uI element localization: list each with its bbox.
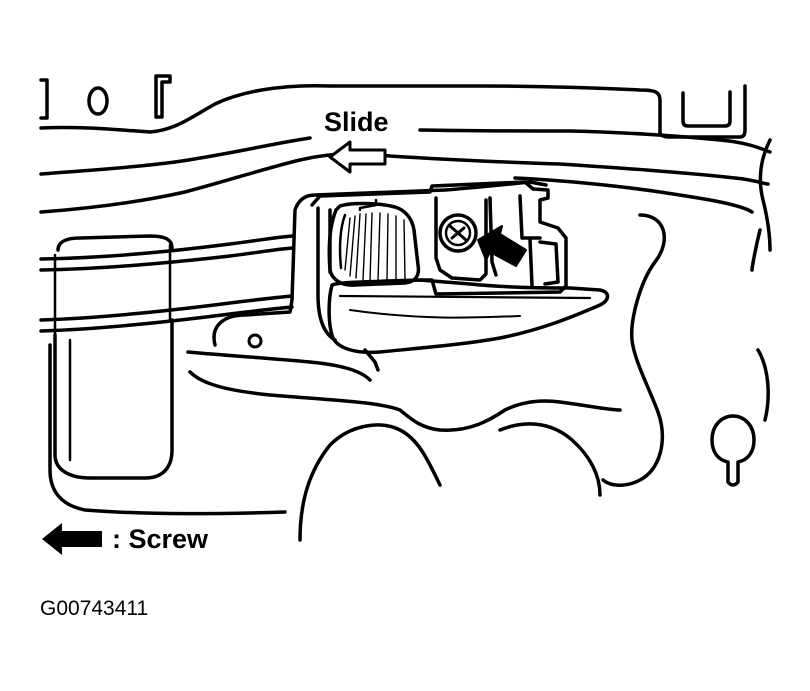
figure-id: G00743411 bbox=[40, 597, 149, 620]
slide-label: Slide bbox=[321, 109, 392, 136]
legend-label: : Screw bbox=[112, 523, 209, 554]
handle-bezel bbox=[186, 180, 622, 432]
slide-direction-arrow-icon bbox=[328, 140, 387, 174]
door-rail bbox=[39, 234, 294, 337]
legend: : Screw bbox=[40, 521, 208, 557]
legend-arrow-icon bbox=[42, 523, 102, 555]
lower-left-cutout bbox=[48, 234, 287, 516]
door-panel-upper-edge bbox=[39, 83, 772, 214]
lower-center-cutout bbox=[298, 422, 602, 542]
door-lock-knob bbox=[327, 198, 421, 287]
panel-cutouts bbox=[39, 74, 172, 120]
inside-door-handle bbox=[327, 278, 610, 372]
door-panel-right-edge bbox=[601, 138, 772, 487]
keyhole-cutout bbox=[710, 414, 756, 487]
handle-housing bbox=[310, 180, 568, 342]
screw-icon bbox=[438, 213, 478, 253]
screw-pointer-arrow-icon bbox=[477, 225, 527, 267]
